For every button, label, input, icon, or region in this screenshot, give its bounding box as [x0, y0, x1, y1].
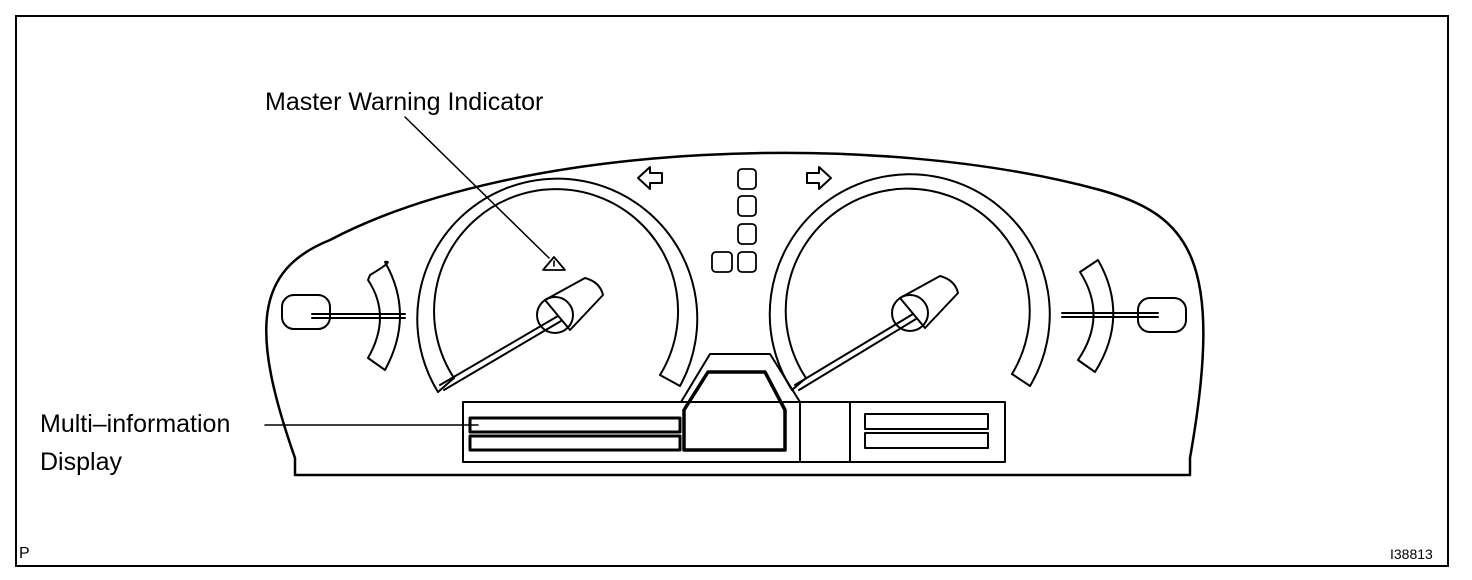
right-display-panel — [799, 401, 1006, 463]
tachometer-hub — [891, 294, 929, 332]
arrow-right-icon — [806, 166, 832, 190]
speedometer-outer-arc — [416, 177, 699, 393]
indicator-lamp — [737, 223, 757, 245]
speedometer-hub — [536, 296, 574, 334]
speedometer-inner-arc — [433, 188, 680, 379]
tachometer-needle — [794, 313, 914, 386]
indicator-lamp — [711, 251, 733, 273]
speedometer — [416, 177, 699, 393]
tachometer-pointer-tail — [899, 275, 959, 329]
figure-frame — [15, 15, 1449, 567]
warning-triangle-icon — [542, 256, 566, 271]
cluster-housing — [264, 151, 1205, 477]
left-small-gauge-hub — [281, 294, 331, 330]
master-warning-label: Master Warning Indicator — [265, 88, 544, 116]
odometer-display-bottom — [864, 432, 989, 449]
lower-display-panel — [462, 353, 1006, 463]
multi-information-display-top — [468, 416, 682, 434]
right-small-gauge-arc — [1077, 259, 1115, 373]
corner-letter: P — [19, 545, 30, 562]
right-small-gauge-hub — [1137, 297, 1187, 333]
indicator-lamps — [711, 168, 757, 273]
speedometer-pointer-tail — [544, 277, 604, 331]
speedometer-needle — [439, 315, 559, 386]
indicator-lamp — [737, 195, 757, 217]
multi-information-label-line2: Display — [40, 448, 122, 476]
master-warning-leader-line — [404, 116, 550, 259]
indicator-lamp — [737, 168, 757, 190]
multi-information-display-bottom — [468, 434, 682, 452]
multi-information-label-line1: Multi–information — [40, 410, 231, 438]
odometer-display-top — [864, 413, 989, 430]
right-small-gauge — [1061, 259, 1187, 373]
center-display — [682, 370, 787, 452]
tachometer — [768, 173, 1051, 391]
arrow-left-icon — [637, 166, 663, 190]
center-display-outline — [680, 353, 801, 403]
left-small-gauge — [281, 260, 406, 371]
indicator-lamp — [737, 251, 757, 273]
tachometer-outer-arc — [768, 173, 1051, 391]
figure-id: I38813 — [1390, 546, 1433, 562]
left-small-gauge-arc — [367, 260, 401, 371]
tachometer-inner-arc — [784, 187, 1031, 379]
